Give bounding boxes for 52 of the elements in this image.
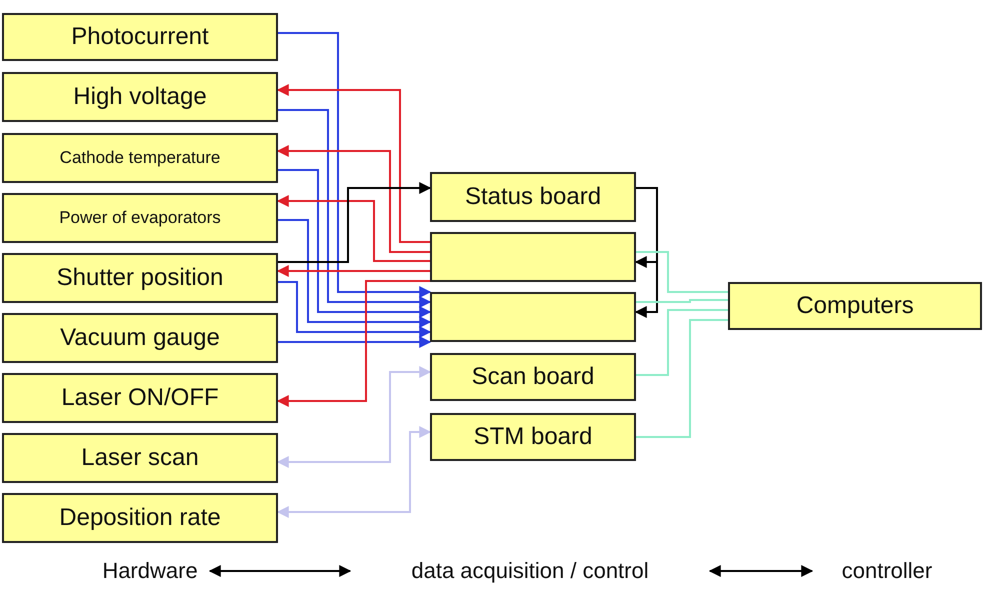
- arrow: [276, 145, 430, 253]
- box-label: Vacuum gauge: [60, 324, 220, 352]
- empty-box: [430, 232, 636, 282]
- labeled-box: [2, 373, 278, 423]
- arrow: [278, 109, 432, 308]
- labeled-box: [2, 433, 278, 483]
- stage-label: data acquisition / control: [411, 558, 649, 584]
- empty-box: [430, 292, 636, 342]
- box-label: Scan board: [472, 363, 594, 391]
- box-label: STM board: [474, 423, 592, 451]
- arrow: [276, 426, 432, 518]
- stage-label: Hardware: [102, 558, 198, 584]
- arrow: [278, 281, 432, 338]
- arrow: [208, 565, 352, 577]
- box-label: Laser ON/OFF: [61, 384, 219, 412]
- labeled-box: [2, 193, 278, 243]
- arrow: [278, 182, 432, 263]
- labeled-box: [2, 313, 278, 363]
- arrow: [278, 336, 432, 348]
- labeled-box: [2, 133, 278, 183]
- box-label: Status board: [464, 183, 602, 211]
- box-label: Photocurrent: [71, 23, 209, 51]
- labeled-box: [2, 253, 278, 303]
- box-label: Deposition rate: [59, 504, 221, 532]
- labeled-box: [2, 493, 278, 543]
- labeled-box: [728, 282, 982, 330]
- arrow: [276, 265, 430, 277]
- box-label: Cathode temperature: [60, 148, 220, 168]
- arrow: [276, 195, 430, 262]
- connector-line: [636, 251, 728, 293]
- box-label: High voltage: [73, 83, 207, 111]
- box-label: Laser scan: [81, 444, 199, 472]
- labeled-box: [2, 72, 278, 122]
- arrow: [278, 169, 432, 318]
- labeled-box: [430, 353, 636, 401]
- box-label: Shutter position: [56, 264, 224, 292]
- connector-line: [636, 309, 728, 376]
- arrow: [276, 84, 430, 243]
- labeled-box: [2, 13, 278, 61]
- labeled-box: [430, 172, 636, 222]
- arrow: [634, 187, 658, 318]
- labeled-box: [430, 413, 636, 461]
- arrow: [276, 280, 430, 407]
- box-label: Power of evaporators: [59, 208, 221, 228]
- arrow: [276, 366, 432, 468]
- arrow: [278, 219, 432, 328]
- arrow: [278, 32, 432, 298]
- arrow: [708, 565, 814, 577]
- connector-line: [636, 299, 728, 303]
- stage-label: controller: [842, 558, 932, 584]
- box-label: Computers: [796, 292, 914, 320]
- connector-line: [636, 319, 728, 438]
